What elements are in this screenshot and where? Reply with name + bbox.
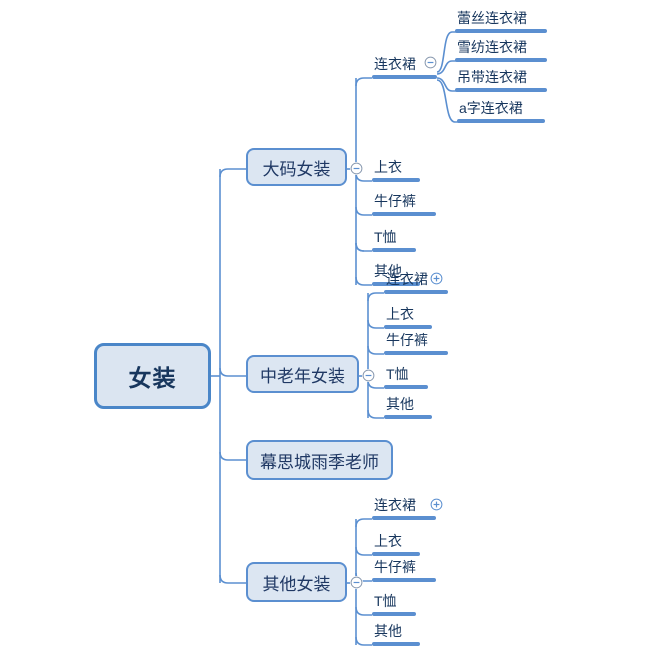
node-underline bbox=[372, 282, 420, 286]
node-吊带连衣裙[interactable]: 吊带连衣裙 bbox=[455, 68, 547, 92]
node-underline bbox=[372, 212, 436, 216]
node-其他-其他[interactable]: 其他 bbox=[372, 622, 420, 646]
collapse-icon-其他女装[interactable] bbox=[350, 576, 363, 589]
node-其他-中老年[interactable]: 其他 bbox=[384, 395, 432, 419]
edge-b0-to-c3 bbox=[355, 242, 372, 252]
edge-b1-to-c0 bbox=[367, 292, 384, 302]
edge-b1-to-c4 bbox=[367, 409, 384, 419]
node-大码女装[interactable]: 大码女装 bbox=[246, 148, 347, 186]
edge-b0-to-c0 bbox=[355, 77, 372, 87]
node-label: 其他 bbox=[374, 263, 402, 279]
node-underline bbox=[372, 578, 436, 582]
node-连衣裙-大码[interactable]: 连衣裙 bbox=[372, 55, 437, 79]
node-label: 其他 bbox=[374, 623, 402, 639]
edge-b1-to-c2 bbox=[367, 345, 384, 355]
node-连衣裙-中老年[interactable]: 连衣裙 bbox=[384, 270, 448, 294]
node-上衣-大码[interactable]: 上衣 bbox=[372, 158, 420, 182]
node-underline bbox=[372, 552, 420, 556]
edge-b3-to-c1 bbox=[355, 546, 372, 556]
node-underline bbox=[372, 75, 437, 79]
node-label: 牛仔裤 bbox=[374, 193, 416, 209]
node-root[interactable]: 女装 bbox=[94, 343, 211, 409]
edge-root-to-b3 bbox=[219, 574, 246, 584]
node-label: 吊带连衣裙 bbox=[457, 69, 527, 85]
node-underline bbox=[455, 58, 547, 62]
edge-b3-to-c3 bbox=[355, 606, 372, 616]
node-中老年女装[interactable]: 中老年女装 bbox=[246, 355, 359, 393]
node-label: 上衣 bbox=[374, 533, 402, 549]
edge-root-to-b2 bbox=[219, 451, 246, 461]
node-root-label: 女装 bbox=[128, 365, 177, 391]
edge-root-to-b1 bbox=[219, 367, 246, 377]
node-underline bbox=[384, 385, 428, 389]
node-label: 其他 bbox=[386, 396, 414, 412]
node-雪纺连衣裙[interactable]: 雪纺连衣裙 bbox=[455, 38, 547, 62]
collapse-icon-连衣裙-大码[interactable] bbox=[424, 56, 437, 69]
node-label: 上衣 bbox=[374, 159, 402, 175]
node-underline bbox=[384, 415, 432, 419]
node-其他-大码[interactable]: 其他 bbox=[372, 262, 420, 286]
node-underline bbox=[372, 642, 420, 646]
node-牛仔裤-大码[interactable]: 牛仔裤 bbox=[372, 192, 436, 216]
collapse-icon-中老年女装[interactable] bbox=[362, 369, 375, 382]
node-underline bbox=[455, 88, 547, 92]
node-underline bbox=[372, 248, 416, 252]
node-label: a字连衣裙 bbox=[459, 100, 523, 116]
node-underline bbox=[384, 325, 432, 329]
node-label: 连衣裙 bbox=[386, 271, 428, 287]
node-label: 大码女装 bbox=[262, 159, 331, 179]
collapse-icon-大码女装[interactable] bbox=[350, 162, 363, 175]
node-underline bbox=[372, 612, 416, 616]
node-underline bbox=[372, 516, 436, 520]
node-label: T恤 bbox=[374, 229, 397, 245]
node-蕾丝连衣裙[interactable]: 蕾丝连衣裙 bbox=[455, 9, 547, 33]
node-T恤-大码[interactable]: T恤 bbox=[372, 228, 416, 252]
node-上衣-其他[interactable]: 上衣 bbox=[372, 532, 420, 556]
node-a字连衣裙[interactable]: a字连衣裙 bbox=[457, 99, 545, 123]
node-label: 连衣裙 bbox=[374, 56, 416, 72]
node-label: 牛仔裤 bbox=[386, 332, 428, 348]
edge-b0-to-c2 bbox=[355, 206, 372, 216]
edge-b3-to-c4 bbox=[355, 636, 372, 646]
node-label: 连衣裙 bbox=[374, 497, 416, 513]
edge-b1-to-c1 bbox=[367, 319, 384, 329]
node-label: 雪纺连衣裙 bbox=[457, 39, 527, 55]
node-label: T恤 bbox=[386, 366, 409, 382]
expand-icon-连衣裙-中老年[interactable] bbox=[430, 272, 443, 285]
node-牛仔裤-其他[interactable]: 牛仔裤 bbox=[372, 558, 436, 582]
expand-icon-连衣裙-其他[interactable] bbox=[430, 498, 443, 511]
node-underline bbox=[457, 119, 545, 123]
edge-b3-to-c0 bbox=[355, 518, 372, 528]
node-T恤-中老年[interactable]: T恤 bbox=[384, 365, 428, 389]
node-underline bbox=[372, 178, 420, 182]
node-label: 上衣 bbox=[386, 306, 414, 322]
node-连衣裙-其他[interactable]: 连衣裙 bbox=[372, 496, 436, 520]
node-label: 蕾丝连衣裙 bbox=[457, 10, 527, 26]
node-牛仔裤-中老年[interactable]: 牛仔裤 bbox=[384, 331, 448, 355]
node-label: 其他女装 bbox=[262, 574, 331, 594]
node-label: T恤 bbox=[374, 593, 397, 609]
node-underline bbox=[384, 290, 448, 294]
edge-b0-to-c4 bbox=[355, 276, 372, 286]
node-underline bbox=[455, 29, 547, 33]
node-幕思城雨季老师[interactable]: 幕思城雨季老师 bbox=[246, 440, 393, 480]
node-上衣-中老年[interactable]: 上衣 bbox=[384, 305, 432, 329]
node-T恤-其他[interactable]: T恤 bbox=[372, 592, 416, 616]
node-label: 牛仔裤 bbox=[374, 559, 416, 575]
node-其他女装[interactable]: 其他女装 bbox=[246, 562, 347, 602]
node-label: 幕思城雨季老师 bbox=[260, 452, 379, 472]
node-underline bbox=[384, 351, 448, 355]
edge-root-to-b0 bbox=[219, 168, 246, 178]
node-label: 中老年女装 bbox=[260, 366, 345, 386]
